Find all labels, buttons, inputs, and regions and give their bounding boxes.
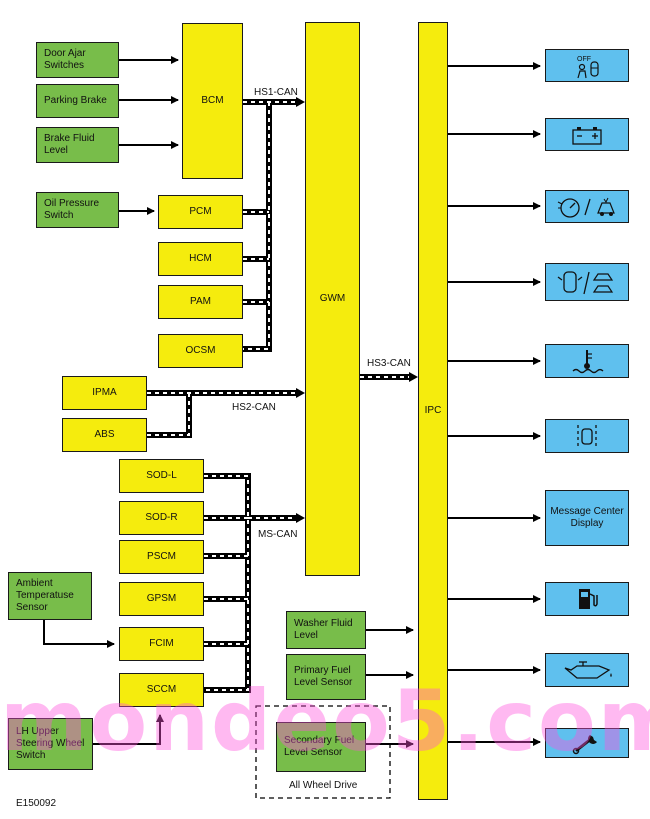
ipc-module: IPC: [418, 22, 448, 800]
lane-indicator: [545, 419, 629, 453]
ipc-label: IPC: [424, 405, 442, 416]
fuel-pump-icon: [579, 589, 598, 609]
secondary-fuel-level-sensor: Secondary Fuel Level Sensor: [276, 722, 366, 772]
wrench-icon: [572, 735, 597, 755]
pscm-module: PSCM: [119, 540, 204, 574]
abs-label: ABS: [94, 429, 115, 440]
sccm-module: SCCM: [119, 673, 204, 707]
abs-module: ABS: [62, 418, 147, 452]
bcm-label: BCM: [201, 95, 224, 106]
pcm-label: PCM: [189, 206, 212, 217]
coolant-temperature-icon: [572, 350, 604, 374]
gpsm-module: GPSM: [119, 582, 204, 616]
parking-brake-label: Parking Brake: [44, 95, 107, 106]
message-center-label: Message Center Display: [550, 506, 624, 529]
sod-r-label: SOD-R: [145, 512, 178, 523]
bcm-module: BCM: [182, 23, 243, 179]
door-ajar-icon: [557, 271, 614, 295]
figure-id: E150092: [16, 798, 57, 809]
battery-icon: [572, 126, 602, 145]
hs3-can-label: HS3-CAN: [367, 358, 411, 369]
pam-label: PAM: [190, 296, 211, 307]
oil-pressure-indicator: [545, 653, 629, 687]
airbag-off-icon: OFF: [577, 56, 599, 78]
sod-r-module: SOD-R: [119, 501, 204, 535]
lane-icon: [577, 425, 597, 447]
fuel-indicator: [545, 582, 629, 616]
ocsm-module: OCSM: [158, 334, 243, 368]
ipma-module: IPMA: [62, 376, 147, 410]
battery-indicator: [545, 118, 629, 151]
fcim-module: FCIM: [119, 627, 204, 661]
pcm-module: PCM: [158, 195, 243, 229]
washer-fluid-level: Washer Fluid Level: [286, 611, 366, 649]
sod-l-label: SOD-L: [146, 470, 177, 481]
sccm-label: SCCM: [146, 684, 177, 695]
secondary-fuel-label: Secondary Fuel Level Sensor: [284, 735, 355, 758]
airbag-off-indicator: OFF: [545, 49, 629, 82]
door-ajar-indicator: [545, 263, 629, 301]
pscm-label: PSCM: [147, 551, 176, 562]
lh-upper-switch-label: LH Upper Steering Wheel Switch: [16, 726, 85, 761]
brake-fluid-label: Brake Fluid Level: [44, 133, 95, 156]
brake-fluid-level: Brake Fluid Level: [36, 127, 119, 163]
washer-fluid-label: Washer Fluid Level: [294, 618, 353, 641]
gpsm-label: GPSM: [146, 593, 177, 604]
ipma-label: IPMA: [92, 387, 117, 398]
message-center-display: Message Center Display: [545, 490, 629, 546]
gwm-label: GWM: [319, 293, 346, 304]
parking-brake: Parking Brake: [36, 84, 119, 118]
service-indicator: [545, 728, 629, 758]
signal-lines: [43, 56, 541, 748]
pam-module: PAM: [158, 285, 243, 319]
coolant-temperature-indicator: [545, 344, 629, 378]
ambient-temp-label: Ambient Temperatuse Sensor: [16, 578, 74, 613]
primary-fuel-label: Primary Fuel Level Sensor: [294, 665, 353, 688]
ambient-temperature-sensor: Ambient Temperatuse Sensor: [8, 572, 92, 620]
primary-fuel-level-sensor: Primary Fuel Level Sensor: [286, 654, 366, 700]
oil-pressure-label: Oil Pressure Switch: [44, 198, 100, 221]
hcm-label: HCM: [189, 253, 212, 264]
fcim-label: FCIM: [149, 638, 174, 649]
speed-control-icon: [557, 197, 615, 218]
oil-pressure-switch: Oil Pressure Switch: [36, 192, 119, 228]
door-ajar-switches: Door Ajar Switches: [36, 42, 119, 78]
can-bus-lines: [147, 97, 418, 693]
lh-upper-steering-wheel-switch: LH Upper Steering Wheel Switch: [8, 718, 93, 770]
hcm-module: HCM: [158, 242, 243, 276]
door-ajar-label: Door Ajar Switches: [44, 48, 86, 71]
ocsm-label: OCSM: [185, 345, 216, 356]
hs1-can-label: HS1-CAN: [254, 87, 298, 98]
ms-can-label: MS-CAN: [258, 529, 298, 540]
oil-can-icon: [564, 661, 612, 679]
off-text: OFF: [577, 56, 591, 63]
sod-l-module: SOD-L: [119, 459, 204, 493]
all-wheel-drive-boundary: [255, 705, 391, 799]
hs2-can-label: HS2-CAN: [232, 402, 276, 413]
speed-control-indicator: [545, 190, 629, 223]
all-wheel-drive-label: All Wheel Drive: [289, 780, 358, 791]
gwm-module: GWM: [305, 22, 360, 576]
